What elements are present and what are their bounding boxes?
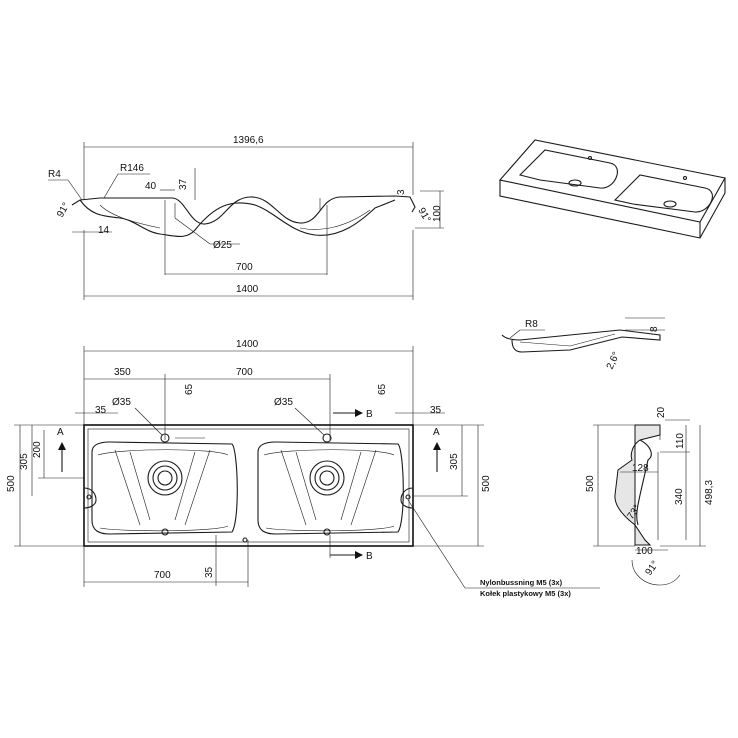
dim-section-340: 340 xyxy=(674,488,685,505)
dim-section-angle-91: 91° xyxy=(643,559,661,578)
dim-r8: R8 xyxy=(525,319,538,330)
dim-plan-700-bottom: 700 xyxy=(154,570,171,581)
dim-section-498: 498,3 xyxy=(704,480,715,505)
dim-plan-35-right: 35 xyxy=(430,405,442,416)
dim-section-128: 128 xyxy=(632,463,649,474)
dim-plan-200: 200 xyxy=(32,441,43,458)
dim-plan-1400: 1400 xyxy=(236,339,259,350)
dim-profile-8: 8 xyxy=(649,326,660,332)
dim-hole-top: Ø25 xyxy=(213,240,232,251)
section-mark-b-bottom: B xyxy=(366,551,373,562)
dim-plan-305-left: 305 xyxy=(19,453,30,470)
dim-width-top: 1400 xyxy=(236,284,259,295)
dim-plan-35-bottom: 35 xyxy=(204,566,215,578)
dim-section-100: 100 xyxy=(636,546,653,557)
dim-plan-500-right: 500 xyxy=(481,475,492,492)
dim-40: 40 xyxy=(145,181,157,192)
dim-top-overall: 1396,6 xyxy=(233,135,264,146)
dim-angle-left: 91° xyxy=(55,201,72,220)
section-view: 500 20 110 128 340 498,3 73° 100 91° xyxy=(585,406,715,586)
dim-center-700: 700 xyxy=(236,262,253,273)
dim-37: 37 xyxy=(178,178,189,190)
section-mark-a-left: A xyxy=(57,427,64,438)
dim-plan-hole-right: Ø35 xyxy=(274,397,293,408)
isometric-view xyxy=(498,139,726,239)
dim-plan-350: 350 xyxy=(114,367,131,378)
dim-plan-700-top: 700 xyxy=(236,367,253,378)
dim-plan-hole-left: Ø35 xyxy=(112,397,131,408)
dim-plan-65-right: 65 xyxy=(377,383,388,395)
note-line-2: Kołek plastykowy M5 (3x) xyxy=(480,589,571,598)
front-elevation-view: 1396,6 R4 R146 40 37 3 100 14 91° 91° Ø2… xyxy=(48,135,444,300)
dim-angle-right: 91° xyxy=(415,206,432,225)
dim-plan-65-left: 65 xyxy=(184,383,195,395)
section-mark-b-top: B xyxy=(366,409,373,420)
plan-view: 1400 350 700 35 xyxy=(6,339,600,589)
dim-r4: R4 xyxy=(48,169,61,180)
dim-plan-305-right: 305 xyxy=(449,453,460,470)
section-mark-a-right: A xyxy=(433,427,440,438)
profile-detail-view: R8 8 2,6° xyxy=(501,317,665,371)
dim-3: 3 xyxy=(396,189,407,195)
dim-plan-500-left: 500 xyxy=(6,475,17,492)
dim-100: 100 xyxy=(432,205,443,222)
dim-section-110: 110 xyxy=(675,433,686,449)
dim-r146: R146 xyxy=(120,163,144,174)
dim-section-20: 20 xyxy=(656,406,667,418)
dim-section-500: 500 xyxy=(585,475,596,492)
dim-14: 14 xyxy=(98,225,110,236)
dim-profile-angle: 2,6° xyxy=(605,350,623,371)
dim-plan-35-left: 35 xyxy=(95,405,107,416)
note-line-1: Nylonbussning M5 (3x) xyxy=(480,578,563,587)
